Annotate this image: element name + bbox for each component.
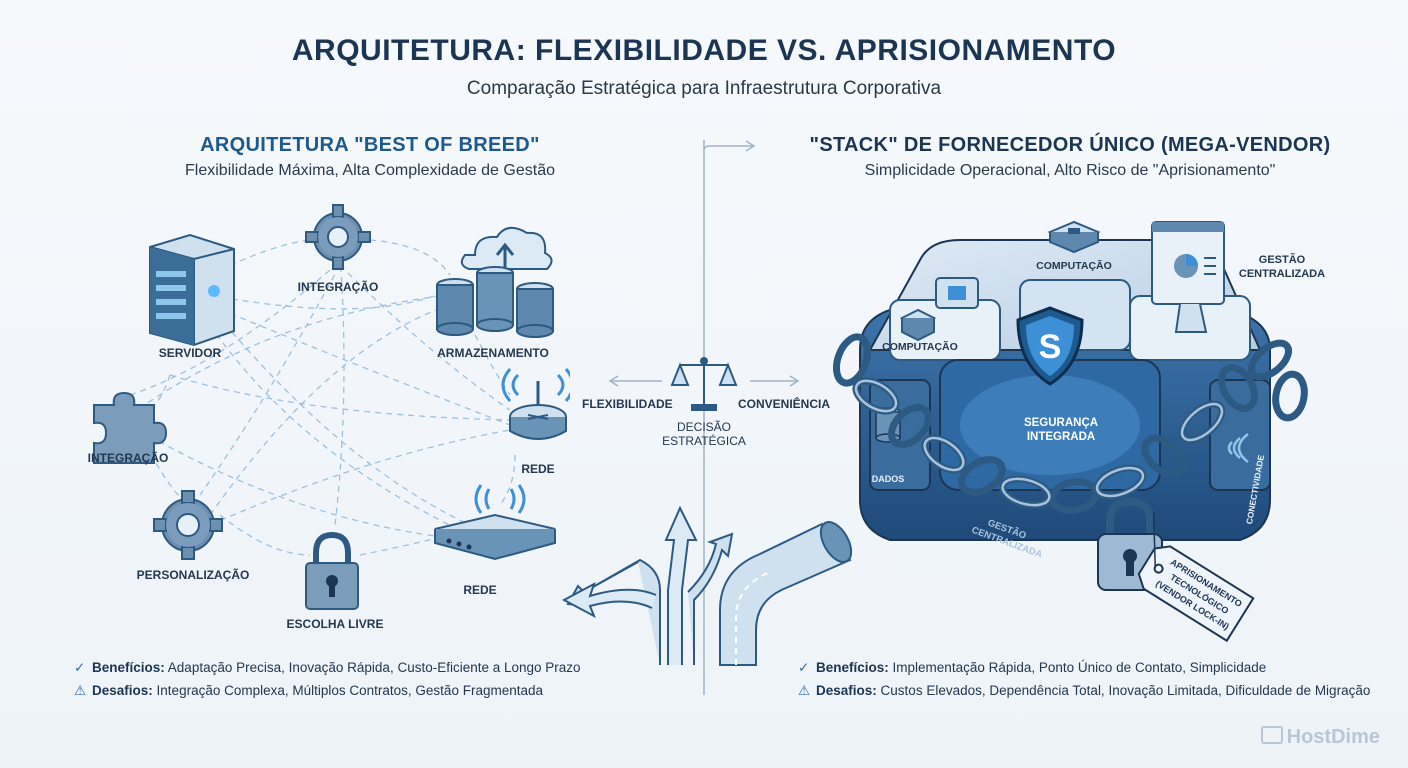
right-subtitle: Simplicidade Operacional, Alto Risco de …: [864, 162, 1276, 179]
node-label-servidor: SERVIDOR: [158, 346, 222, 360]
label-seguranca-line2: INTEGRADA: [1027, 431, 1095, 443]
label-computacao-left: COMPUTAÇÃO: [882, 341, 958, 353]
left-subtitle: Flexibilidade Máxima, Alta Complexidade …: [185, 162, 555, 179]
label-computacao-top: COMPUTAÇÃO: [1036, 260, 1112, 272]
shield-letter: S: [1039, 328, 1062, 366]
server-icon: [149, 233, 235, 347]
compute-chip-icon: [935, 277, 979, 309]
label-seguranca-line1: SEGURANÇA: [1024, 417, 1098, 429]
branching-road-icon: [561, 505, 734, 665]
node-label-rede-router: REDE: [521, 462, 555, 476]
label-gestao-line1: GESTÃO: [1258, 254, 1306, 266]
tube-pipe-icon: [719, 521, 853, 666]
node-label-integracao-left: INTEGRAÇÃO: [87, 451, 169, 465]
label-decisao-line2: ESTRATÉGICA: [662, 434, 746, 448]
left-title: ARQUITETURA "BEST OF BREED": [200, 134, 540, 156]
right-challenges: ⚠Desafios: Custos Elevados, Dependência …: [798, 683, 1371, 698]
label-decisao-line1: DECISÃO: [676, 420, 731, 434]
label-gestao-line2: CENTRALIZADA: [1238, 268, 1326, 280]
page-title: ARQUITETURA: FLEXIBILIDADE VS. APRISIONA…: [291, 34, 1117, 67]
check-circle-icon: ✓: [74, 660, 86, 675]
label-conveniencia: CONVENIÊNCIA: [738, 397, 831, 411]
scale-balance-icon: [670, 357, 738, 411]
wifi-icon: [1227, 433, 1249, 463]
check-circle-icon: ✓: [798, 660, 810, 675]
modem-wifi-icon: [434, 484, 556, 561]
right-title: "STACK" DE FORNECEDOR ÚNICO (MEGA-VENDOR…: [809, 134, 1331, 156]
storage-cloud-icon: [436, 226, 554, 338]
hostdime-logo: HostDime: [1260, 726, 1380, 749]
gear-icon: [305, 204, 371, 270]
node-label-integracao-top: INTEGRAÇÃO: [297, 280, 379, 294]
puzzle-icon: [93, 391, 168, 464]
paths-graphic: [561, 505, 853, 666]
mega-vendor-stack-diagram: S: [832, 220, 1308, 643]
monitor-dashboard-icon: [1151, 221, 1225, 333]
left-benefits: ✓Benefícios: Adaptação Precisa, Inovação…: [74, 660, 581, 675]
label-dados: DADOS: [872, 474, 905, 484]
compute-chip-icon: [1047, 220, 1101, 254]
node-label-escolha-livre: ESCOLHA LIVRE: [286, 617, 384, 631]
warning-triangle-icon: ⚠: [74, 683, 87, 698]
node-label-rede-modem: REDE: [463, 583, 497, 597]
center-scale-graphic: [608, 357, 800, 411]
cube-icon: [899, 308, 937, 342]
best-of-breed-diagram: [93, 204, 570, 610]
warning-triangle-icon: ⚠: [798, 683, 811, 698]
shield-icon: S: [1016, 306, 1084, 386]
node-label-armazenamento: ARMAZENAMENTO: [437, 346, 549, 360]
node-label-personalizacao: PERSONALIZAÇÃO: [136, 568, 250, 582]
right-benefits: ✓Benefícios: Implementação Rápida, Ponto…: [798, 660, 1267, 675]
center-divider: [703, 140, 756, 695]
router-wifi-icon: [501, 368, 570, 440]
page-subtitle: Comparação Estratégica para Infraestrutu…: [466, 78, 942, 99]
server-stack-icon: [1260, 726, 1283, 744]
left-challenges: ⚠Desafios: Integração Complexa, Múltiplo…: [74, 683, 543, 698]
gear-icon: [153, 490, 223, 560]
label-flexibilidade: FLEXIBILIDADE: [582, 397, 673, 411]
padlock-icon: [305, 531, 359, 610]
